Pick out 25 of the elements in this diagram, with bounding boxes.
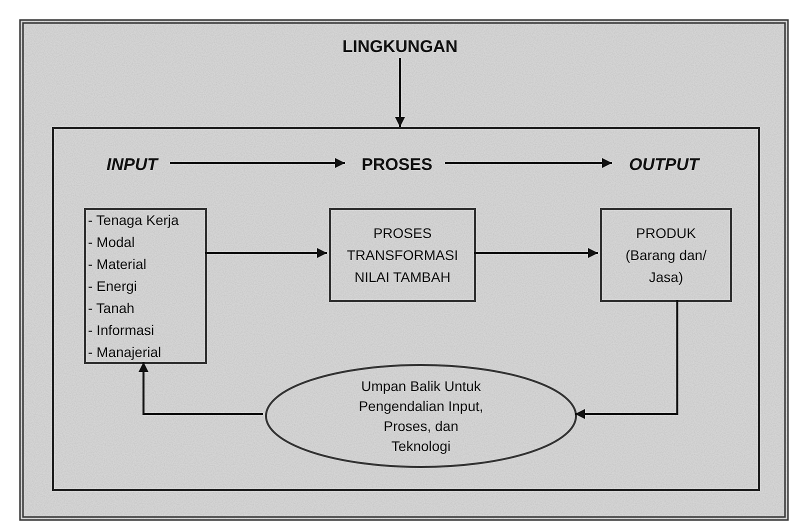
list-item: - Tanah xyxy=(88,299,136,318)
arrow xyxy=(138,362,263,415)
heading-text: PROSES xyxy=(362,154,432,176)
list-item: - Tenaga Kerja xyxy=(88,211,180,230)
arrow xyxy=(474,248,598,258)
box-text: PRODUK (Barang dan/ Jasa) xyxy=(624,224,708,287)
box-text: Umpan Balik Untuk Pengendalian Input, Proses, dan Teknologi xyxy=(358,377,484,456)
list-item: - Energi xyxy=(88,277,138,296)
list-item: - Material xyxy=(88,255,148,274)
process-box xyxy=(600,208,732,302)
system-box xyxy=(52,127,760,491)
arrow xyxy=(575,300,678,419)
list-item: - Manajerial xyxy=(88,343,162,362)
heading-text: INPUT xyxy=(106,154,158,176)
input-list-box xyxy=(84,208,207,364)
list-item: - Informasi xyxy=(88,321,156,340)
list-item: - Modal xyxy=(88,233,136,252)
arrow xyxy=(170,158,345,168)
arrow xyxy=(205,248,327,258)
arrow xyxy=(395,58,405,127)
box-text: PROSES TRANSFORMASI NILAI TAMBAH xyxy=(346,224,460,287)
heading-text: OUTPUT xyxy=(629,154,699,176)
process-box xyxy=(329,208,476,302)
heading-text: LINGKUNGAN xyxy=(342,36,458,58)
arrow xyxy=(445,158,612,168)
